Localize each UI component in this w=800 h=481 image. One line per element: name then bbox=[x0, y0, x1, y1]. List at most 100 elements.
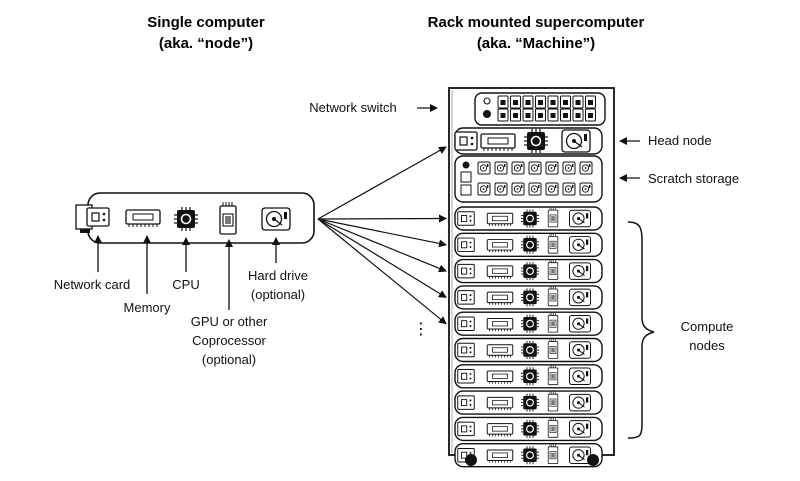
hard-drive-icon bbox=[569, 367, 591, 386]
hard-drive-icon bbox=[261, 207, 291, 231]
switch-port-icon bbox=[572, 108, 584, 122]
hard-drive-icon bbox=[569, 236, 591, 254]
cpu-icon bbox=[173, 206, 199, 232]
compute-node-unit bbox=[454, 232, 603, 258]
memory-icon bbox=[486, 317, 514, 332]
cpu-icon bbox=[520, 340, 540, 360]
switch-port-icon bbox=[585, 108, 596, 122]
network-card-icon bbox=[457, 211, 475, 226]
gpu-icon bbox=[547, 312, 559, 333]
memory-icon bbox=[125, 209, 161, 228]
memory-icon bbox=[486, 396, 514, 411]
cpu-icon bbox=[520, 235, 540, 255]
rack-title-line2: (aka. “Machine”) bbox=[477, 35, 595, 52]
gpu-icon bbox=[547, 391, 559, 412]
gpu-icon bbox=[547, 233, 559, 254]
switch-port-icon bbox=[547, 95, 559, 109]
scratch-drive-icon bbox=[528, 161, 542, 175]
hard-drive-icon bbox=[569, 314, 591, 333]
network-card-icon bbox=[457, 395, 475, 410]
compute-node-unit bbox=[454, 258, 603, 284]
rack-wheel-left bbox=[465, 454, 477, 466]
cpu-icon bbox=[520, 261, 540, 281]
component-labels: Network card Memory CPU Hard drive (opti… bbox=[54, 268, 308, 367]
network-card-icon bbox=[457, 237, 475, 253]
fanout-arrow bbox=[317, 214, 447, 223]
single-computer-title-line2: (aka. “node”) bbox=[159, 35, 253, 52]
switch-port-icon bbox=[560, 108, 571, 122]
network-card-icon bbox=[457, 290, 475, 305]
component-arrows bbox=[94, 235, 280, 310]
network-card-icon bbox=[75, 204, 110, 233]
head-node-unit bbox=[454, 127, 603, 155]
network-card-icon bbox=[457, 263, 475, 279]
single-node-board bbox=[75, 192, 315, 244]
scratch-drive-icon bbox=[562, 182, 576, 196]
switch-port-icon bbox=[497, 108, 509, 122]
cpu-icon bbox=[520, 445, 540, 465]
compute-node-unit bbox=[454, 337, 603, 363]
scratch-drive-icon bbox=[545, 161, 559, 175]
memory-label: Memory bbox=[124, 300, 171, 315]
switch-port-icon bbox=[572, 95, 584, 109]
switch-port-icon bbox=[560, 95, 571, 109]
cpu-icon bbox=[520, 419, 540, 439]
fanout-arrow bbox=[317, 218, 447, 298]
scratch-drive-icon bbox=[545, 182, 559, 196]
cpu-icon bbox=[520, 287, 540, 307]
hard-drive-icon bbox=[569, 209, 591, 228]
compute-node-unit bbox=[454, 311, 603, 336]
switch-port-icon bbox=[535, 108, 546, 122]
hard-drive-icon bbox=[569, 341, 591, 359]
switch-port-icon bbox=[522, 108, 534, 122]
scratch-drive-icon bbox=[477, 182, 491, 196]
gpu-icon bbox=[547, 365, 559, 386]
node-to-rack-arrows bbox=[317, 146, 447, 325]
hard-drive-icon bbox=[569, 262, 591, 280]
gpu-icon bbox=[547, 338, 559, 359]
fanout-arrow bbox=[317, 146, 447, 220]
switch-port-icon bbox=[535, 95, 546, 109]
more-nodes-ellipsis: ⋮ bbox=[413, 319, 429, 338]
gpu-icon bbox=[219, 201, 237, 235]
switch-port-icon bbox=[547, 108, 559, 122]
gpu-icon bbox=[547, 286, 559, 307]
single-computer-title: Single computer (aka. “node”) bbox=[147, 14, 265, 52]
rack-labels: Network switch Head node Scratch storage… bbox=[309, 100, 739, 439]
cpu-icon bbox=[520, 314, 540, 334]
scratch-drive-icon bbox=[511, 161, 525, 175]
network-card-icon bbox=[457, 316, 475, 331]
compute-node-unit bbox=[454, 390, 603, 415]
gpu-icon bbox=[547, 444, 559, 464]
memory-icon bbox=[486, 239, 514, 253]
memory-icon bbox=[486, 423, 514, 437]
memory-icon bbox=[486, 291, 514, 306]
fanout-arrow bbox=[317, 218, 447, 273]
scratch-storage-label: Scratch storage bbox=[648, 171, 739, 186]
scratch-drive-icon bbox=[579, 182, 593, 196]
cpu-icon bbox=[520, 393, 540, 413]
rack-wheel-right bbox=[587, 454, 599, 466]
network-card-label: Network card bbox=[54, 277, 131, 292]
switch-port-icon bbox=[510, 95, 521, 109]
fanout-arrow bbox=[317, 218, 447, 325]
rack-title-line1: Rack mounted supercomputer bbox=[428, 14, 645, 31]
switch-port-icon bbox=[497, 95, 509, 109]
hard-drive-icon bbox=[569, 288, 591, 307]
compute-nodes-label-line2: nodes bbox=[689, 338, 725, 353]
hard-drive-icon bbox=[569, 420, 591, 438]
memory-icon bbox=[486, 344, 514, 358]
single-computer-title-line1: Single computer bbox=[147, 14, 265, 31]
gpu-icon bbox=[547, 259, 559, 280]
rack bbox=[448, 87, 615, 468]
compute-nodes-label-line1: Compute bbox=[681, 319, 734, 334]
network-card-icon bbox=[457, 342, 475, 358]
network-card-icon bbox=[457, 369, 475, 384]
switch-port-icon bbox=[522, 95, 534, 109]
cpu-icon bbox=[520, 366, 540, 386]
scratch-drive-icon bbox=[562, 161, 576, 175]
memory-icon bbox=[486, 212, 514, 227]
scratch-drive-icon bbox=[579, 161, 593, 175]
gpu-label-line3: (optional) bbox=[202, 352, 256, 367]
